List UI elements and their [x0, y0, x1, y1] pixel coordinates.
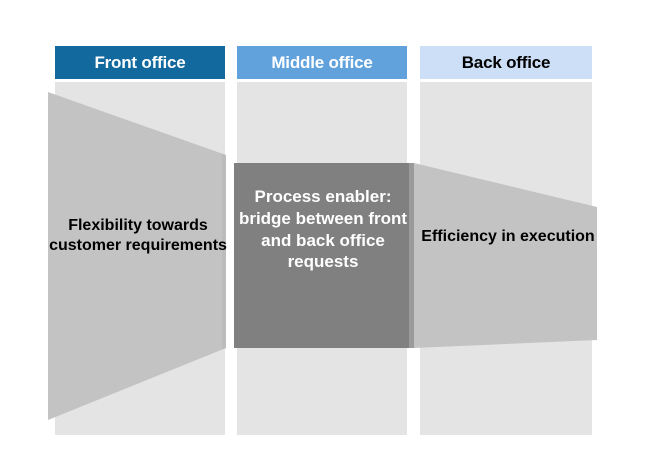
- column-header-label-back-office: Back office: [461, 52, 551, 72]
- funnel-segment-back-office-edge: [409, 163, 414, 348]
- column-header-label-front-office: Front office: [94, 52, 186, 72]
- column-background-back-office: [420, 82, 592, 435]
- column-header-middle-office[interactable]: Middle office: [237, 46, 407, 79]
- column-header-back-office[interactable]: Back office: [420, 46, 592, 79]
- funnel-label-middle-office: Process enabler: bridge between front an…: [238, 187, 408, 272]
- funnel-label-back-office: Efficiency in execution: [421, 228, 595, 245]
- column-header-label-middle-office: Middle office: [271, 52, 373, 72]
- column-background-front-office: [55, 82, 225, 435]
- column-header-front-office[interactable]: Front office: [55, 46, 225, 79]
- funnel-label-front-office: Flexibility towards customer requirement…: [49, 217, 227, 255]
